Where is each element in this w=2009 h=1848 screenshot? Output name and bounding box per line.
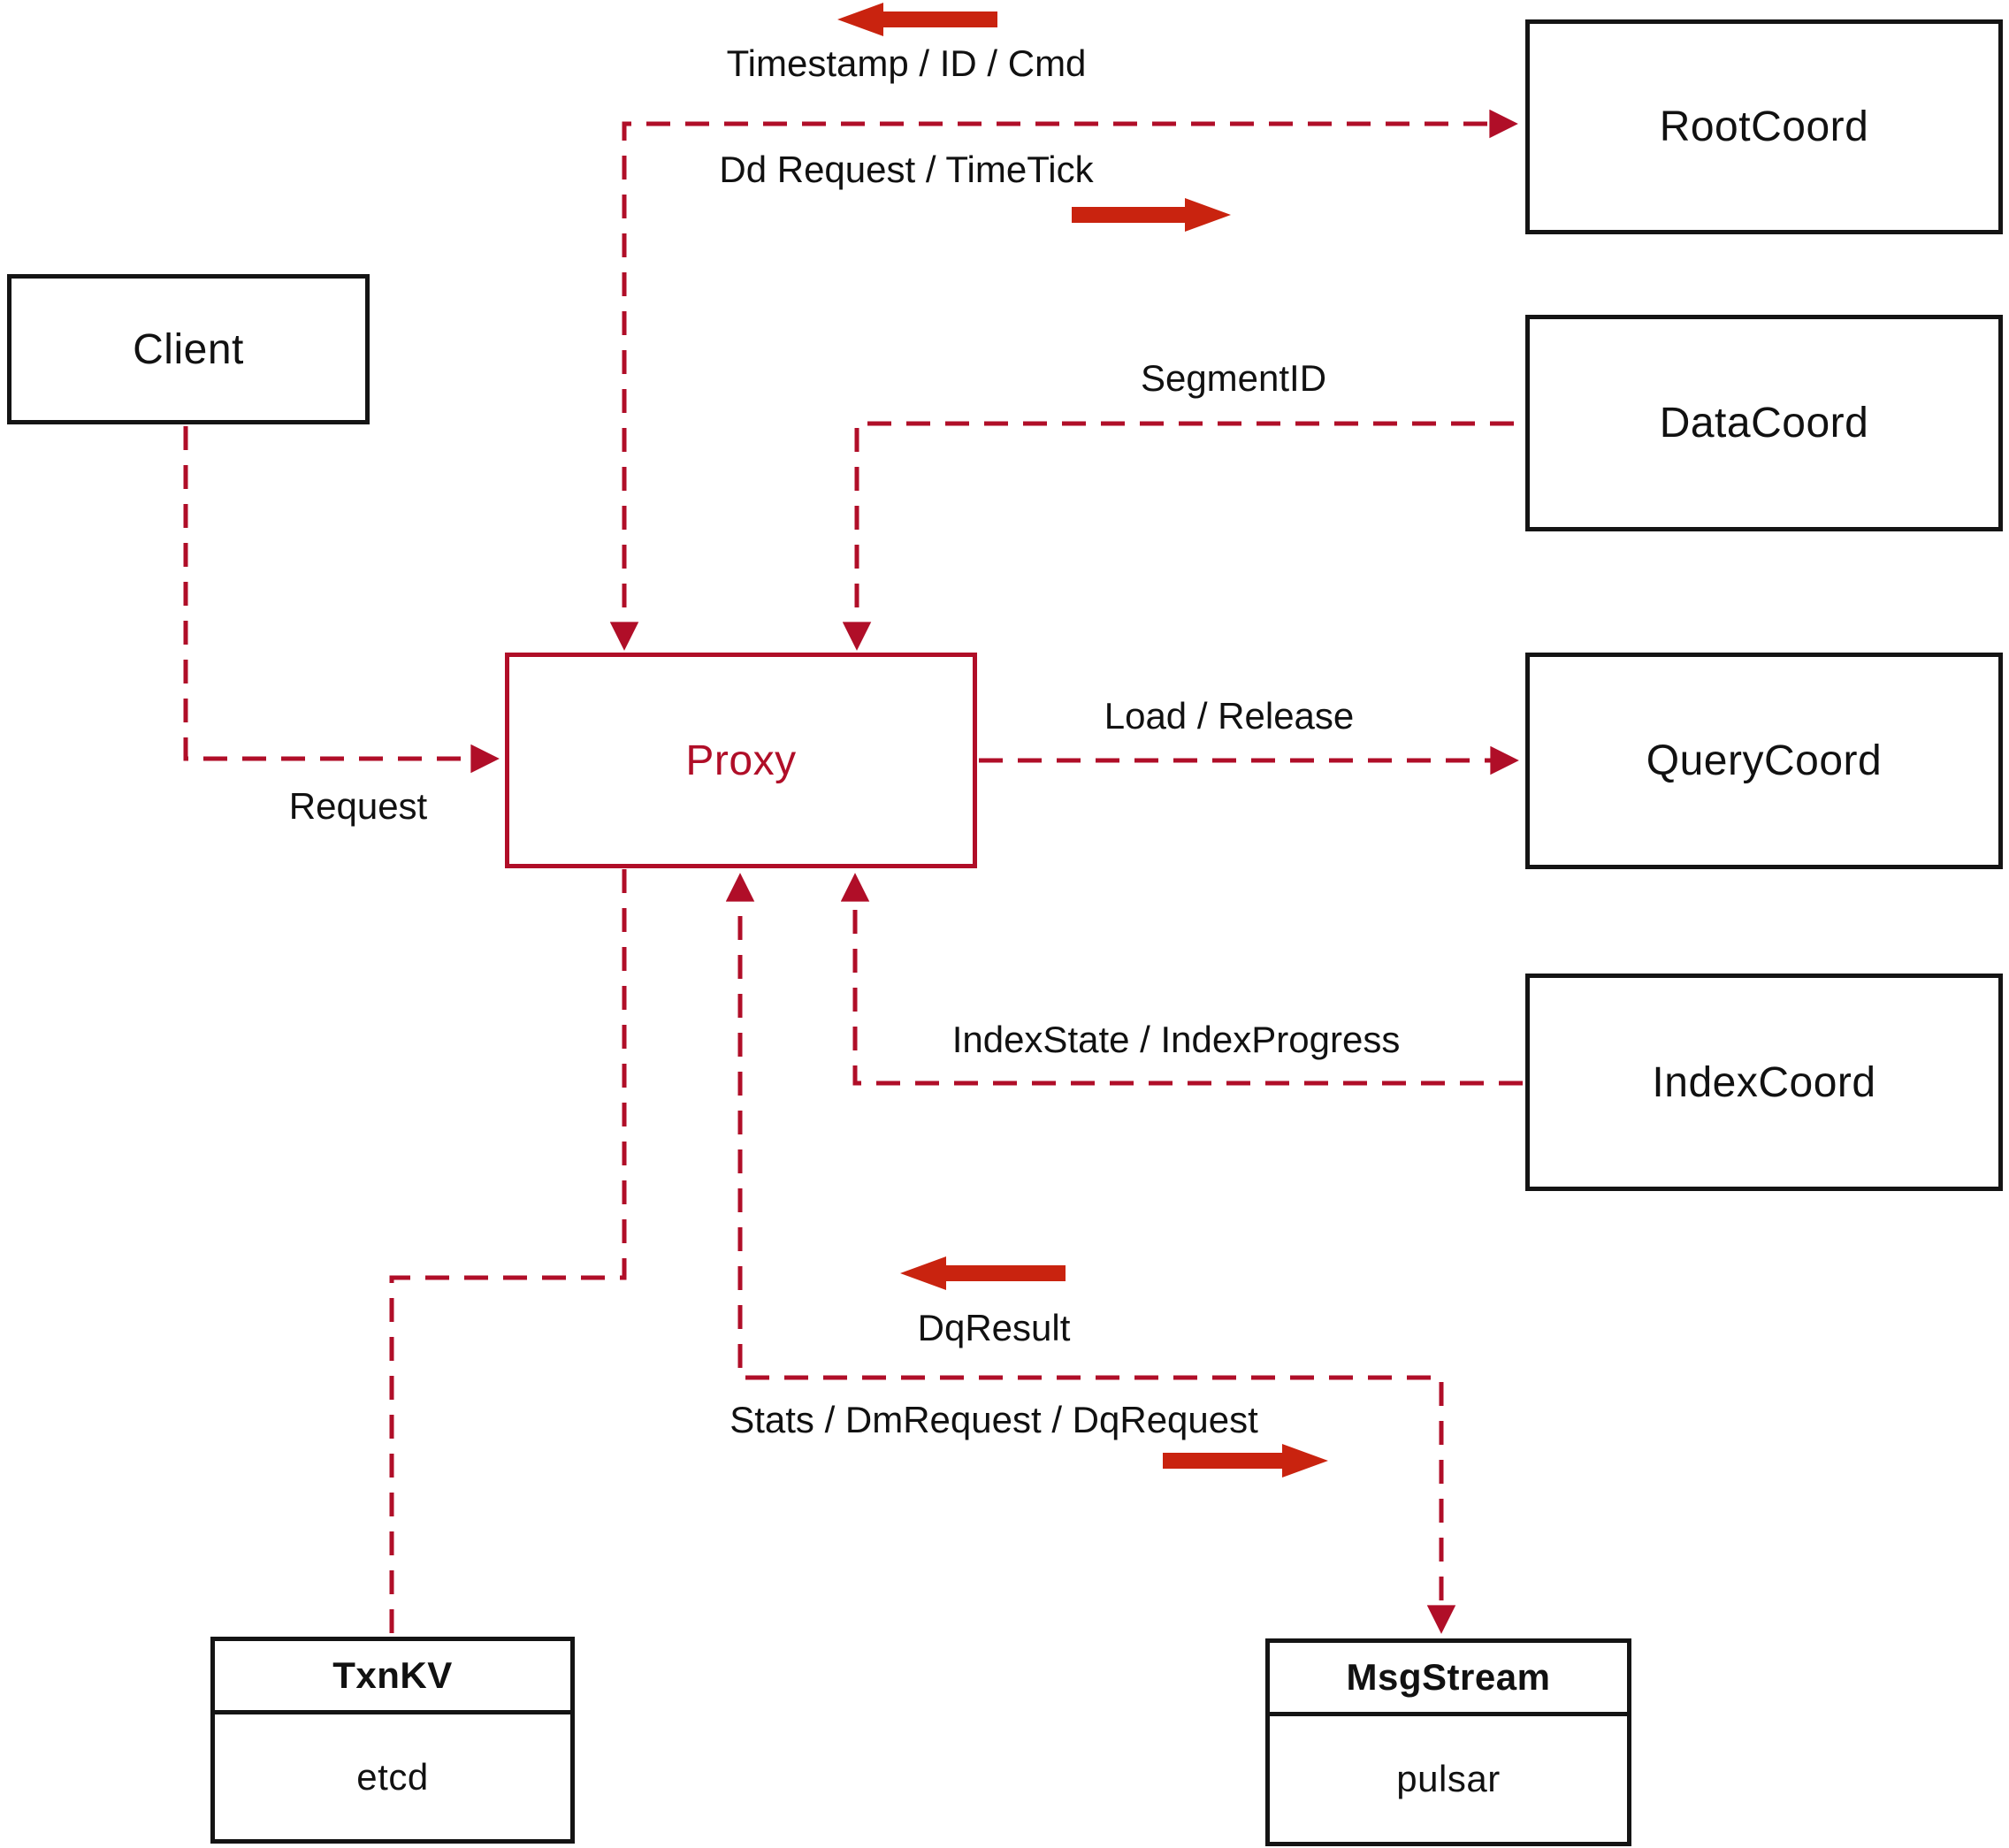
edge-label-segment-id: SegmentID — [1140, 357, 1327, 399]
node-proxy-label: Proxy — [685, 737, 797, 784]
edge-proxy-msgstream — [725, 873, 1456, 1634]
edge-proxy-rootcoord — [609, 109, 1518, 651]
edge-label-dq-result: DqResult — [917, 1307, 1071, 1348]
edge-client-proxy — [183, 426, 500, 774]
node-txnkv-subtitle: etcd — [356, 1755, 429, 1798]
edge-label-index-state-progress: IndexState / IndexProgress — [951, 1019, 1401, 1060]
edge-label-request: Request — [288, 785, 428, 827]
direction-arrow-dd-request-right — [1072, 198, 1231, 232]
node-indexcoord-label: IndexCoord — [1652, 1058, 1876, 1106]
node-txnkv-title: TxnKV — [215, 1641, 570, 1714]
edge-label-timestamp-id-cmd: Timestamp / ID / Cmd — [726, 42, 1087, 84]
node-datacoord: DataCoord — [1525, 315, 2003, 531]
direction-arrow-dq-result-left — [900, 1256, 1066, 1290]
edge-proxy-txnkv — [389, 869, 627, 1635]
edge-datacoord-proxy — [842, 421, 1523, 651]
node-msgstream-subtitle: pulsar — [1396, 1758, 1501, 1799]
edge-label-load-release: Load / Release — [1104, 695, 1355, 737]
node-querycoord-label: QueryCoord — [1646, 737, 1883, 784]
node-rootcoord-label: RootCoord — [1659, 103, 1869, 150]
direction-arrow-stats-right — [1163, 1444, 1328, 1478]
node-proxy: Proxy — [505, 653, 977, 868]
node-msgstream-title: MsgStream — [1270, 1643, 1627, 1716]
node-txnkv: TxnKV etcd — [210, 1637, 575, 1844]
direction-arrow-timestamp-left — [837, 3, 997, 36]
node-msgstream: MsgStream pulsar — [1265, 1638, 1631, 1846]
node-querycoord: QueryCoord — [1525, 653, 2003, 869]
node-rootcoord: RootCoord — [1525, 19, 2003, 234]
node-client-label: Client — [133, 325, 244, 373]
node-indexcoord: IndexCoord — [1525, 974, 2003, 1191]
node-datacoord-label: DataCoord — [1659, 400, 1869, 447]
edge-label-dd-request-timetick: Dd Request / TimeTick — [719, 149, 1094, 190]
node-client: Client — [7, 274, 370, 424]
edge-label-stats-dm-dq: Stats / DmRequest / DqRequest — [730, 1399, 1258, 1440]
